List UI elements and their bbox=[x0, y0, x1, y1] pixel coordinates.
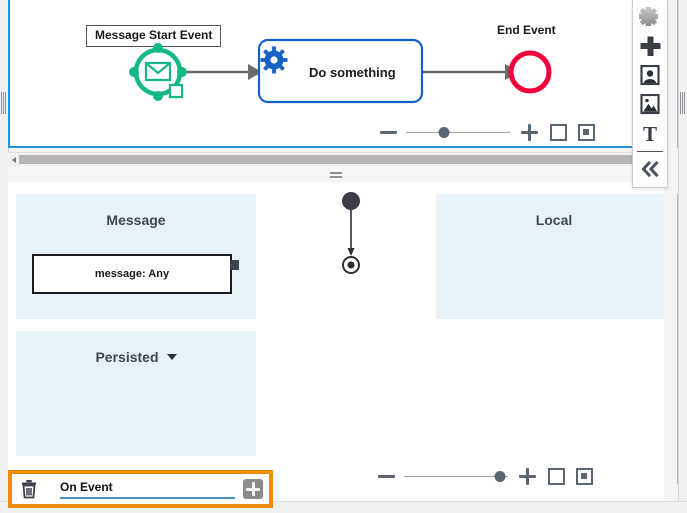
region-local-title: Local bbox=[535, 212, 573, 228]
right-splitter-rail[interactable] bbox=[678, 0, 687, 513]
trash-icon[interactable] bbox=[18, 477, 40, 501]
attach-marker bbox=[168, 83, 184, 99]
sequence-flow-task-to-end bbox=[422, 64, 520, 80]
initial-node bbox=[342, 192, 360, 210]
left-splitter-grip[interactable] bbox=[1, 92, 6, 114]
resize-handle-bottom bbox=[153, 91, 163, 101]
region-local[interactable]: Local bbox=[436, 194, 664, 319]
fit-to-screen-icon[interactable] bbox=[548, 468, 565, 485]
class-box-label: message: Any bbox=[94, 268, 170, 280]
bottom-zoom-controls[interactable] bbox=[378, 467, 593, 486]
resize-handle-right bbox=[177, 67, 187, 77]
message-start-event-label[interactable]: Message Start Event bbox=[86, 25, 222, 48]
sequence-flow-start-to-task bbox=[182, 64, 262, 80]
message-start-event-shape bbox=[129, 43, 187, 101]
center-diagram-icon[interactable] bbox=[576, 468, 593, 485]
text-tool-icon[interactable]: T bbox=[635, 119, 665, 148]
region-persisted-title[interactable]: Persisted bbox=[16, 349, 256, 365]
bpmn-horizontal-scrollbar[interactable] bbox=[8, 152, 664, 166]
class-box-port-handle[interactable] bbox=[230, 260, 239, 270]
event-name-input[interactable] bbox=[60, 479, 235, 499]
zoom-slider-track bbox=[404, 476, 508, 477]
plus-icon[interactable] bbox=[635, 32, 665, 61]
zoom-in-button[interactable] bbox=[520, 123, 539, 142]
resize-handle-left bbox=[129, 67, 139, 77]
picture-image-icon[interactable] bbox=[635, 90, 665, 119]
gear-icon bbox=[260, 46, 288, 74]
zoom-out-button[interactable] bbox=[378, 475, 395, 478]
final-node bbox=[342, 256, 360, 274]
horizontal-scroll-thumb[interactable] bbox=[19, 155, 662, 164]
resize-handle-top bbox=[153, 43, 163, 53]
zoom-out-button[interactable] bbox=[380, 131, 397, 134]
event-name-field-wrapper[interactable] bbox=[60, 477, 235, 501]
class-diagram-panel[interactable]: Message Persisted Local message: Any bbox=[8, 182, 664, 513]
bpmn-canvas[interactable]: Message Start Event End Event bbox=[10, 0, 662, 146]
zoom-slider[interactable] bbox=[406, 126, 510, 140]
region-persisted[interactable]: Persisted bbox=[16, 331, 256, 456]
top-zoom-controls[interactable] bbox=[380, 123, 595, 142]
shape-palette-toolbar[interactable]: T bbox=[632, 0, 668, 188]
person-image-icon[interactable] bbox=[635, 61, 665, 90]
zoom-in-button[interactable] bbox=[518, 467, 537, 486]
zoom-slider-thumb[interactable] bbox=[494, 471, 506, 482]
zoom-slider[interactable] bbox=[404, 470, 508, 484]
multi-star-icon[interactable] bbox=[635, 3, 665, 32]
right-splitter-grip[interactable] bbox=[680, 92, 685, 114]
event-editor-bar[interactable] bbox=[8, 470, 273, 508]
region-persisted-title-text: Persisted bbox=[95, 349, 159, 365]
bpmn-editor-panel[interactable]: Message Start Event End Event bbox=[8, 0, 664, 148]
zoom-slider-track bbox=[406, 132, 510, 133]
toolbar-divider bbox=[637, 151, 663, 152]
panel-splitter-grip[interactable] bbox=[330, 171, 342, 178]
bpmn-shapes-layer bbox=[129, 38, 552, 104]
region-message-title: Message bbox=[106, 212, 166, 228]
service-task-shape bbox=[257, 38, 424, 104]
service-task-label[interactable]: Do something bbox=[309, 65, 396, 80]
zoom-slider-thumb[interactable] bbox=[438, 127, 450, 138]
chevron-down-icon[interactable] bbox=[166, 354, 177, 360]
center-diagram-icon[interactable] bbox=[578, 124, 595, 141]
svg-text:T: T bbox=[643, 123, 657, 145]
collapse-left-icon[interactable] bbox=[635, 154, 665, 183]
class-box-message[interactable]: message: Any bbox=[32, 254, 232, 294]
add-event-button[interactable] bbox=[243, 479, 263, 499]
end-event-label[interactable]: End Event bbox=[497, 23, 556, 37]
fit-to-screen-icon[interactable] bbox=[550, 124, 567, 141]
end-event-shape bbox=[508, 50, 552, 94]
flow-arrowhead bbox=[347, 248, 355, 256]
activity-diagram[interactable] bbox=[328, 190, 388, 280]
